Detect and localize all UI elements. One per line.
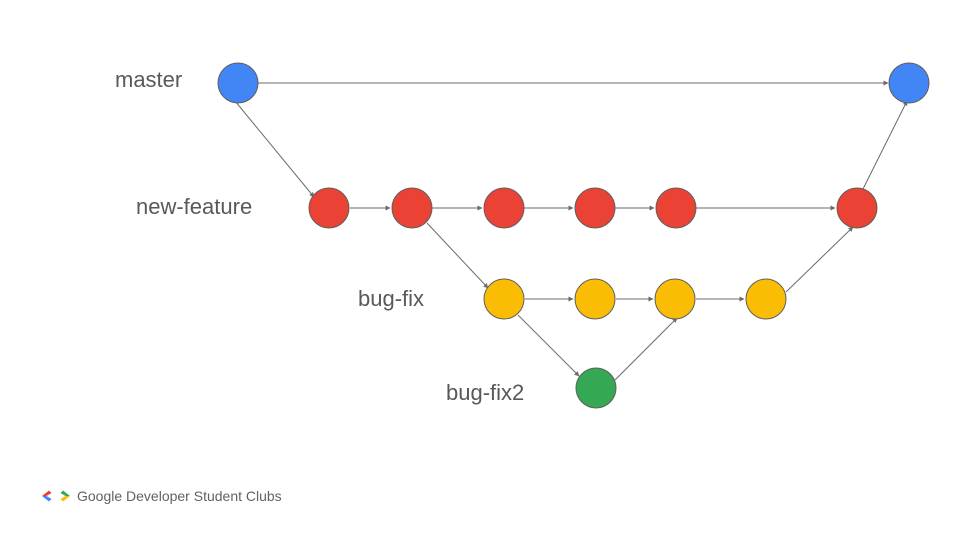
commit-new-feature-6 [836, 187, 878, 229]
commit-bug-fix-2 [574, 278, 616, 320]
commit-bug-fix2-1 [575, 367, 617, 409]
edge-nf2-to-bug-fix [426, 222, 489, 289]
commit-new-feature-2 [391, 187, 433, 229]
edges [234, 80, 908, 381]
commit-bug-fix-1 [483, 278, 525, 320]
branch-label-bug-fix2: bug-fix2 [446, 380, 525, 405]
branch-label-bug-fix: bug-fix [358, 286, 425, 311]
commit-master-1 [217, 62, 259, 104]
branch-label-master: master [115, 67, 183, 92]
commit-new-feature-4 [574, 187, 616, 229]
commit-new-feature-1 [308, 187, 350, 229]
branch-label-new-feature: new-feature [136, 194, 253, 219]
edge-bf1-to-bug-fix2 [517, 314, 580, 377]
edge-bf4-to-nf6 [785, 226, 854, 293]
commit-bug-fix-4 [745, 278, 787, 320]
edge-nf6-to-master [861, 100, 908, 192]
edge-master-to-new-feature [234, 100, 315, 198]
commit-new-feature-5 [655, 187, 697, 229]
edge-bug-fix2-to-bf3 [614, 317, 678, 381]
gdsc-brackets-icon [42, 490, 70, 502]
commit-bug-fix-3 [654, 278, 696, 320]
commit-new-feature-3 [483, 187, 525, 229]
footer-branding: Google Developer Student Clubs [40, 486, 282, 506]
commit-master-2 [888, 62, 930, 104]
footer-text: Google Developer Student Clubs [77, 488, 282, 504]
nodes [217, 62, 930, 409]
